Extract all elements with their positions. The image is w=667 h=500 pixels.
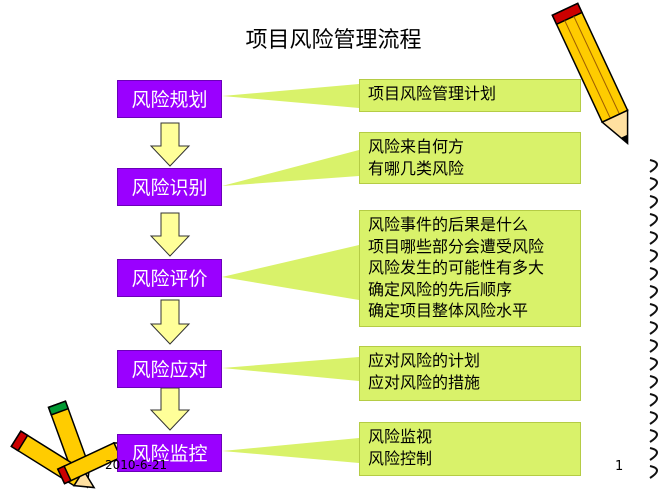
note-line: 风险发生的可能性有多大 [368, 258, 545, 277]
footer-date: 2010-6-21 [105, 458, 168, 472]
callout-connector [222, 245, 359, 300]
step-box-identification: 风险识别 [117, 168, 222, 206]
note-line: 确定项目整体风险水平 [368, 301, 529, 320]
slide-title: 项目风险管理流程 [245, 28, 422, 53]
callout-connector [222, 438, 359, 463]
page-number: 1 [615, 459, 624, 474]
note-box-response: 应对风险的计划 应对风险的措施 [359, 346, 581, 401]
note-line: 应对风险的措施 [368, 372, 481, 392]
note-box-planning: 项目风险管理计划 [359, 79, 581, 112]
note-box-identification: 风险来自何方 有哪几类风险 [359, 132, 581, 184]
callout-connector [222, 357, 359, 381]
note-line: 有哪几类风险 [368, 158, 465, 178]
step-box-planning: 风险规划 [117, 80, 222, 118]
step-box-monitoring: 风险监控 [117, 434, 222, 472]
flow-arrow [149, 387, 191, 431]
note-line: 应对风险的计划 [368, 351, 481, 370]
note-line: 风险来自何方 [368, 137, 465, 156]
callout-connector [222, 150, 359, 186]
note-box-evaluation: 风险事件的后果是什么 项目哪些部分会遭受风险 风险发生的可能性有多大 确定风险的… [359, 210, 581, 327]
note-line: 项目哪些部分会遭受风险 [368, 236, 545, 256]
note-line: 风险监视 [368, 427, 433, 446]
step-box-response: 风险应对 [117, 350, 222, 388]
notebook-spiral-icon [649, 159, 658, 479]
note-box-monitoring: 风险监视 风险控制 [359, 422, 581, 476]
flow-arrow [149, 299, 191, 345]
callout-connector [222, 84, 359, 108]
note-line: 项目风险管理计划 [368, 84, 497, 103]
note-line: 风险事件的后果是什么 [368, 215, 529, 234]
pencil-icon [551, 2, 629, 146]
flow-arrow [149, 122, 191, 167]
note-line: 风险控制 [368, 448, 433, 468]
flow-arrow [149, 212, 191, 257]
step-box-evaluation: 风险评价 [117, 259, 222, 297]
note-line: 确定风险的先后顺序 [368, 279, 513, 299]
